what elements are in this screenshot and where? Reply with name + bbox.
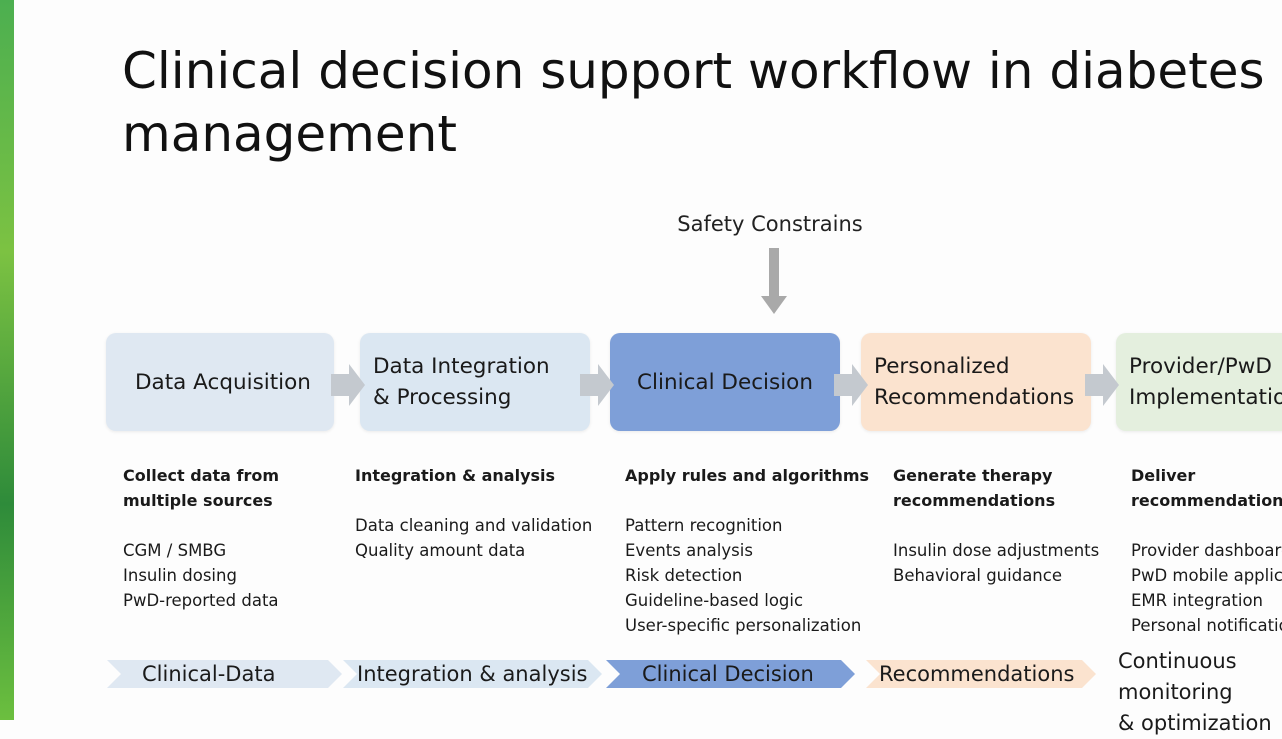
flow-arrow-icon [331,364,365,406]
list-item: Insulin dosing [123,566,237,585]
flow-arrow-icon [1085,364,1119,406]
stage-items: Provider dashboards PwD mobile applicati… [1131,538,1282,638]
stage-box-personalized-recommendations: Personalized Recommendations [861,333,1091,431]
chevron-recommendations [866,660,1096,688]
list-item: Behavioral guidance [893,566,1062,585]
stage-box-implementation: Provider/PwD Implementation [1116,333,1282,431]
safety-constraints-label: Safety Constrains [677,212,863,236]
list-item: Pattern recognition [625,516,783,535]
stage-label: Clinical Decision [637,369,813,395]
chevron-clinical-decision [606,660,855,688]
stage-heading: Deliver recommendations [1131,466,1282,510]
stage-box-data-acquisition: Data Acquisition [106,333,334,431]
list-item: Quality amount data [355,541,526,560]
stage-description-clinical-decision: Apply rules and algorithms Pattern recog… [625,463,880,638]
list-item: Personal notifications [1131,616,1282,635]
list-item: PwD mobile applications [1131,566,1282,585]
stage-items: CGM / SMBG Insulin dosing PwD-reported d… [123,538,343,613]
stage-description-data-acquisition: Collect data from multiple sources CGM /… [123,463,343,613]
stage-heading: Generate therapy recommendations [893,466,1056,510]
chevron-clinical-data [107,660,342,688]
chevron-integration [343,660,602,688]
stage-heading: Collect data from multiple sources [123,466,280,510]
list-item: Data cleaning and validation [355,516,593,535]
chevron-label-recommendations: Recommendations [879,662,1075,686]
chevron-label-integration: Integration & analysis [357,662,588,686]
flow-arrow-icon [580,364,614,406]
safety-down-arrow-icon [761,248,787,314]
list-item: CGM / SMBG [123,541,227,560]
stage-label: Data Integration & Processing [373,354,550,410]
list-item: Insulin dose adjustments [893,541,1100,560]
continuous-monitoring-label: Continuous monitoring & optimization [1118,649,1272,735]
stage-label: Personalized Recommendations [874,354,1075,410]
chevron-label-clinical-data: Clinical-Data [142,662,276,686]
list-item: Events analysis [625,541,753,560]
stage-items: Pattern recognition Events analysis Risk… [625,513,880,638]
stage-label: Provider/PwD Implementation [1129,354,1282,410]
stage-box-data-integration: Data Integration & Processing [360,333,590,431]
list-item: EMR integration [1131,591,1264,610]
stage-heading: Integration & analysis [355,466,556,485]
flow-arrow-icon [834,364,868,406]
chevron-label-clinical-decision: Clinical Decision [642,662,814,686]
page-title: Clinical decision support workflow in di… [122,42,1265,163]
list-item: Provider dashboards [1131,541,1282,560]
stage-items: Data cleaning and validation Quality amo… [355,513,605,563]
list-item: Guideline-based logic [625,591,804,610]
stage-description-data-integration: Integration & analysis Data cleaning and… [355,463,605,563]
stage-box-clinical-decision: Clinical Decision [610,333,840,431]
bottom-chevron-flow [107,660,1096,688]
stage-description-recommendations: Generate therapy recommendations Insulin… [893,463,1118,588]
stage-description-implementation: Deliver recommendations Provider dashboa… [1131,463,1282,638]
stage-label: Data Acquisition [135,369,311,395]
green-side-bar [0,0,14,720]
list-item: PwD-reported data [123,591,279,610]
stage-heading: Apply rules and algorithms [625,466,870,485]
list-item: User-specific personalization [625,616,862,635]
list-item: Risk detection [625,566,743,585]
stage-items: Insulin dose adjustments Behavioral guid… [893,538,1118,588]
